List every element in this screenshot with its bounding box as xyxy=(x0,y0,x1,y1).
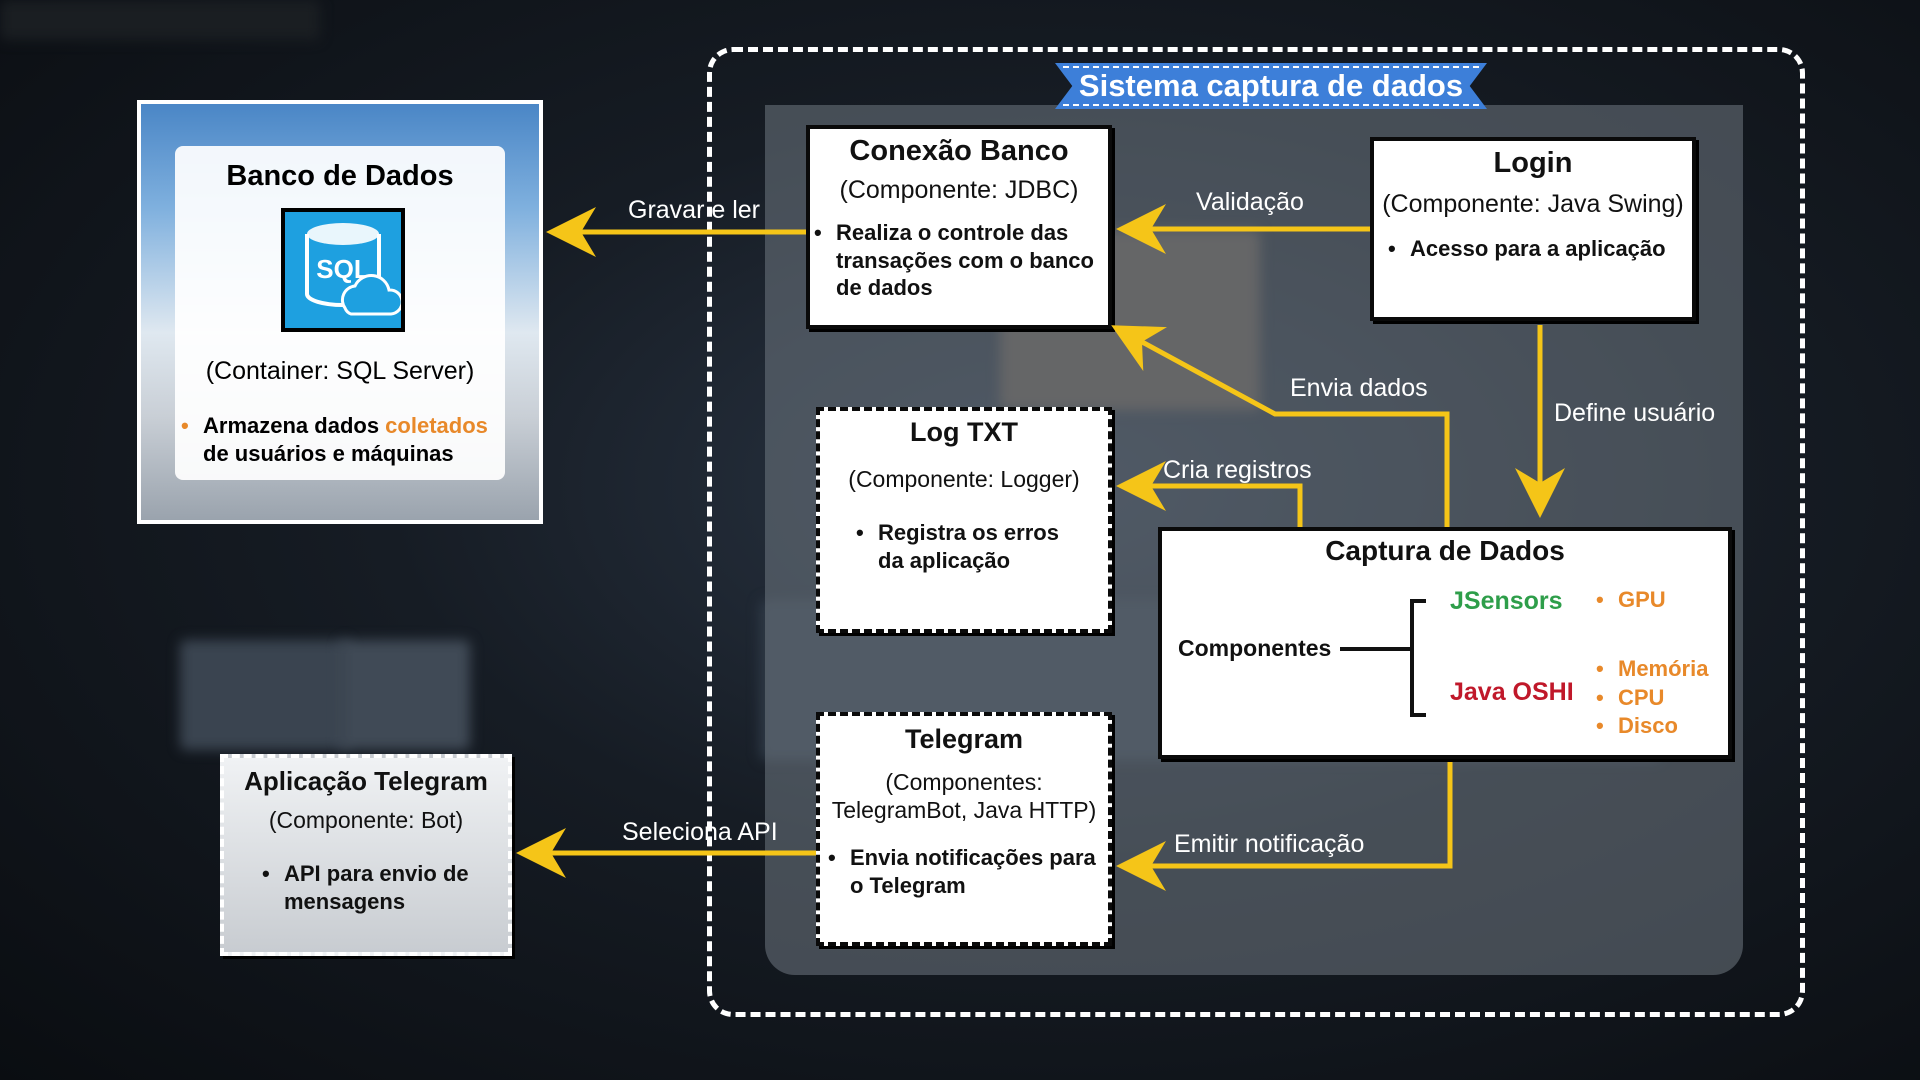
aplicacao-telegram-node[interactable]: Aplicação Telegram (Componente: Bot) API… xyxy=(220,754,512,956)
captura-de-dados-node[interactable]: Captura de Dados Componentes JSensors Ja… xyxy=(1158,527,1732,759)
edge-label-seleciona-api: Seleciona API xyxy=(622,818,778,846)
telegram-subtitle-line2: TelegramBot, Java HTTP) xyxy=(831,796,1097,823)
log-txt-bullet: Registra os erros da aplicação xyxy=(856,519,1088,574)
oshi-item-disco: •Disco xyxy=(1596,713,1678,739)
banco-de-dados-title: Banco de Dados xyxy=(226,160,454,192)
system-boundary-frame xyxy=(707,47,1805,1017)
log-txt-title: Log TXT xyxy=(910,417,1018,447)
oshi-items-list: •Memória •CPU •Disco xyxy=(1596,655,1708,741)
telegram-subtitle-line1: (Componentes: xyxy=(885,769,1043,795)
arrow-emitir-notificacao xyxy=(1116,762,1453,891)
jsensors-label: JSensors xyxy=(1450,587,1563,615)
system-title-ribbon: Sistema captura de dados xyxy=(1055,63,1487,109)
telegram-node[interactable]: Telegram (Componentes: TelegramBot, Java… xyxy=(816,712,1112,946)
edge-label-emitir-notificacao: Emitir notificação xyxy=(1174,830,1365,858)
banco-de-dados-panel: Banco de Dados SQL (Container: SQL Serve… xyxy=(175,146,505,480)
login-subtitle: (Componente: Java Swing) xyxy=(1382,190,1684,218)
edge-label-envia-dados: Envia dados xyxy=(1290,374,1428,402)
edge-label-define-usuario: Define usuário xyxy=(1554,399,1716,427)
system-title: Sistema captura de dados xyxy=(1078,68,1464,103)
conexao-banco-bullet: Realiza o controle das transações com o … xyxy=(814,219,1102,302)
aplicacao-telegram-subtitle: (Componente: Bot) xyxy=(268,807,464,833)
arrow-cria-registros xyxy=(1116,461,1303,527)
oshi-item-cpu: •CPU xyxy=(1596,684,1665,710)
log-txt-node[interactable]: Log TXT (Componente: Logger) Registra os… xyxy=(816,407,1112,633)
banco-de-dados-node[interactable]: Banco de Dados SQL (Container: SQL Serve… xyxy=(137,100,543,524)
arrow-envia-dados xyxy=(1111,325,1450,527)
captura-de-dados-title: Captura de Dados xyxy=(1325,535,1565,566)
log-txt-subtitle: (Componente: Logger) xyxy=(848,466,1080,492)
componentes-label: Componentes xyxy=(1178,635,1332,661)
oshi-item-memoria: •Memória xyxy=(1596,656,1709,681)
edge-label-cria-registros: Cria registros xyxy=(1163,456,1312,484)
componentes-bracket xyxy=(1340,599,1426,717)
conexao-banco-title: Conexão Banco xyxy=(849,135,1069,167)
telegram-title: Telegram xyxy=(904,724,1024,754)
edge-label-gravar-ler: Gravar e ler xyxy=(628,196,760,224)
sql-database-cloud-icon: SQL xyxy=(281,208,405,332)
telegram-subtitle: (Componentes: TelegramBot, Java HTTP) xyxy=(820,769,1108,824)
banco-de-dados-bullet-after: de usuários e máquinas xyxy=(203,440,454,466)
edge-label-validacao: Validação xyxy=(1196,188,1304,216)
banco-de-dados-subtitle: (Container: SQL Server) xyxy=(205,357,475,385)
login-node[interactable]: Login (Componente: Java Swing) Acesso pa… xyxy=(1370,137,1696,321)
aplicacao-telegram-title: Aplicação Telegram xyxy=(244,766,488,796)
java-oshi-label: Java OSHI xyxy=(1450,678,1574,706)
banco-de-dados-bullet-highlight: coletados xyxy=(385,413,488,438)
conexao-banco-node[interactable]: Conexão Banco (Componente: JDBC) Realiza… xyxy=(806,125,1112,329)
login-title: Login xyxy=(1493,147,1573,179)
banco-de-dados-bullet-before: Armazena dados xyxy=(203,413,386,438)
banco-de-dados-bullet: • Armazena dados coletados de usuários e… xyxy=(181,413,488,466)
telegram-bullet: Envia notificações para o Telegram xyxy=(828,844,1104,899)
login-bullet: Acesso para a aplicação xyxy=(1388,235,1686,263)
conexao-banco-subtitle: (Componente: JDBC) xyxy=(839,176,1079,204)
jsensors-item-gpu: •GPU xyxy=(1596,587,1666,612)
aplicacao-telegram-bullet: API para envio de mensagens xyxy=(262,860,498,915)
